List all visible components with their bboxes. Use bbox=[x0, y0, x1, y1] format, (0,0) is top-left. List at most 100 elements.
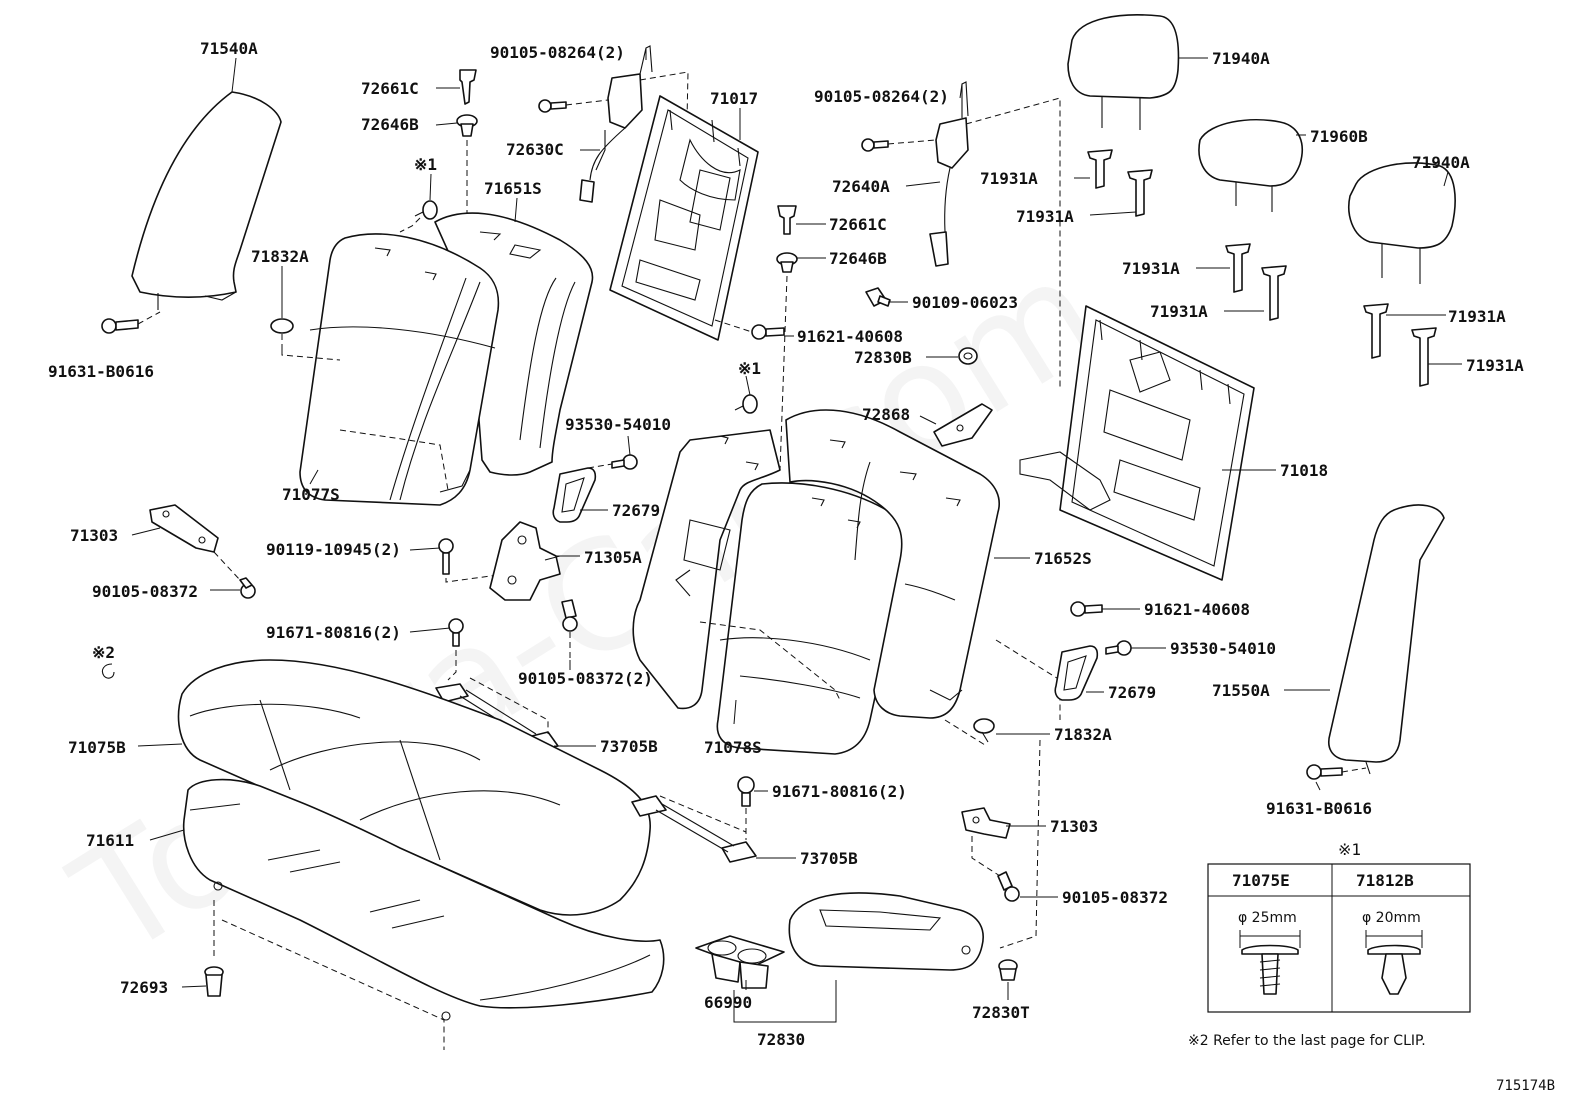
headrest-guide-71931a-2[interactable] bbox=[1127, 169, 1153, 217]
seat-cushion-pad-71611[interactable] bbox=[182, 778, 665, 1021]
label-93530-right: 93530-54010 bbox=[1170, 639, 1276, 658]
label-71931a-5: 71931A bbox=[1448, 307, 1506, 326]
label-71652s: 71652S bbox=[1034, 549, 1092, 568]
bolt-90109[interactable] bbox=[865, 287, 891, 307]
label-72868: 72868 bbox=[862, 405, 910, 424]
bolt-90119[interactable] bbox=[438, 538, 454, 575]
label-71078s: 71078S bbox=[704, 738, 762, 757]
headrest-71940a-top[interactable] bbox=[1067, 14, 1180, 130]
bolt-90105-08372-right[interactable] bbox=[997, 871, 1020, 902]
clip-71812b-drawing bbox=[1365, 930, 1423, 995]
clip-note2[interactable] bbox=[101, 663, 115, 679]
bolt-91631-left[interactable] bbox=[101, 311, 161, 334]
label-71550a: 71550A bbox=[1212, 681, 1270, 700]
label-71832a-right: 71832A bbox=[1054, 725, 1112, 744]
seatback-71078s[interactable] bbox=[632, 429, 908, 755]
label-73705b-right: 73705B bbox=[800, 849, 858, 868]
lock-assembly-72630c[interactable] bbox=[538, 45, 653, 203]
bolt-91631-right[interactable] bbox=[1306, 764, 1367, 780]
bolt-90105-08372-left[interactable] bbox=[239, 577, 256, 599]
label-diagram-id: 715174B bbox=[1496, 1078, 1555, 1094]
label-71931a-4: 71931A bbox=[1150, 302, 1208, 321]
label-90119-10945: 90119-10945(2) bbox=[266, 540, 401, 559]
bolt-91671-right[interactable] bbox=[737, 776, 755, 807]
seatback-cover-71652s[interactable] bbox=[785, 409, 1000, 719]
armrest-72830[interactable] bbox=[788, 892, 984, 971]
pin-72661c-middle[interactable] bbox=[777, 205, 797, 235]
label-note2: ※2 bbox=[92, 643, 115, 662]
bracket-71305a[interactable] bbox=[489, 521, 561, 601]
screw-93530-right[interactable] bbox=[1105, 640, 1132, 656]
label-90105-08264-left: 90105-08264(2) bbox=[490, 43, 625, 62]
headrest-71960b[interactable] bbox=[1198, 119, 1304, 212]
label-91621-lower: 91621-40608 bbox=[1144, 600, 1250, 619]
label-71931a-3: 71931A bbox=[1122, 259, 1180, 278]
guide-72646b-middle[interactable] bbox=[776, 252, 798, 273]
label-90109-06023: 90109-06023 bbox=[912, 293, 1018, 312]
legend-col2-dim: φ 20mm bbox=[1362, 910, 1421, 926]
headrest-guide-71931a-4[interactable] bbox=[1261, 265, 1287, 321]
screw-93530-left[interactable] bbox=[587, 454, 638, 470]
lock-assembly-72640a[interactable] bbox=[861, 81, 969, 267]
side-bolster-right-71550a[interactable] bbox=[1328, 504, 1445, 775]
pin-72661c-upper[interactable] bbox=[459, 69, 477, 105]
bezel-72679-left[interactable] bbox=[552, 467, 597, 523]
clip-72693[interactable] bbox=[204, 966, 224, 997]
strap-73705b-right[interactable] bbox=[631, 795, 757, 863]
label-71832a-left: 71832A bbox=[251, 247, 309, 266]
bracket-72868[interactable] bbox=[933, 403, 993, 447]
label-91631-left: 91631-B0616 bbox=[48, 362, 154, 381]
headrest-guide-71931a-6[interactable] bbox=[1411, 327, 1437, 387]
clip-71075e-drawing bbox=[1239, 930, 1301, 995]
legend-col1-part: 71075E bbox=[1232, 871, 1290, 890]
label-72693: 72693 bbox=[120, 978, 168, 997]
label-90105-08372-left: 90105-08372 bbox=[92, 582, 198, 601]
bushing-72830b[interactable] bbox=[958, 347, 978, 365]
label-71940a-right: 71940A bbox=[1412, 153, 1470, 172]
bolt-91621-lower[interactable] bbox=[1070, 601, 1103, 617]
side-bolster-left-71540a[interactable] bbox=[131, 91, 282, 310]
label-71940a-top: 71940A bbox=[1212, 49, 1270, 68]
clip-71832a-right[interactable] bbox=[973, 718, 995, 743]
legend-note: ※2 Refer to the last page for CLIP. bbox=[1188, 1033, 1426, 1049]
label-72830b: 72830B bbox=[854, 348, 912, 367]
label-91631-right: 91631-B0616 bbox=[1266, 799, 1372, 818]
label-90105-08372-2: 90105-08372(2) bbox=[518, 669, 653, 688]
label-93530-left: 93530-54010 bbox=[565, 415, 671, 434]
seat-cushion-71075b[interactable] bbox=[177, 659, 651, 916]
headrest-guide-71931a-1[interactable] bbox=[1087, 149, 1113, 189]
label-71303-right: 71303 bbox=[1050, 817, 1098, 836]
clip-71832a-left[interactable] bbox=[270, 318, 294, 350]
leader-lines bbox=[131, 48, 1462, 1023]
hinge-71303-right[interactable] bbox=[961, 807, 1011, 839]
label-72630c: 72630C bbox=[506, 140, 564, 159]
hinge-71303-left[interactable] bbox=[149, 504, 219, 553]
label-72640a: 72640A bbox=[832, 177, 890, 196]
bolt-90105-08372-2[interactable] bbox=[561, 599, 578, 632]
legend-col2-part: 71812B bbox=[1356, 871, 1414, 890]
guide-72646b-upper[interactable] bbox=[456, 114, 478, 137]
label-72646b-middle: 72646B bbox=[829, 249, 887, 268]
label-90105-08372-right: 90105-08372 bbox=[1062, 888, 1168, 907]
headrest-guide-71931a-5[interactable] bbox=[1363, 303, 1389, 359]
label-72661c-upper: 72661C bbox=[361, 79, 419, 98]
label-note1-middle: ※1 bbox=[738, 359, 761, 378]
headrest-71940a-right[interactable] bbox=[1348, 162, 1456, 284]
bolt-91671-left[interactable] bbox=[448, 618, 464, 647]
seatback-71077s[interactable] bbox=[299, 233, 500, 506]
cup-holder-66990[interactable] bbox=[695, 935, 785, 989]
label-91671-right: 91671-80816(2) bbox=[772, 782, 907, 801]
label-71075b: 71075B bbox=[68, 738, 126, 757]
legend-mark: ※1 bbox=[1338, 840, 1361, 859]
label-73705b-left: 73705B bbox=[600, 737, 658, 756]
label-72646b-upper: 72646B bbox=[361, 115, 419, 134]
bolt-91621-upper[interactable] bbox=[751, 324, 785, 340]
bezel-72679-right[interactable] bbox=[1054, 645, 1099, 701]
clip-note1-left[interactable] bbox=[414, 200, 438, 220]
label-71960b: 71960B bbox=[1310, 127, 1368, 146]
headrest-guide-71931a-3[interactable] bbox=[1225, 243, 1251, 293]
seatback-frame-71017[interactable] bbox=[609, 95, 759, 341]
clip-72830t[interactable] bbox=[998, 959, 1018, 981]
seatback-frame-71018[interactable] bbox=[1019, 305, 1255, 581]
